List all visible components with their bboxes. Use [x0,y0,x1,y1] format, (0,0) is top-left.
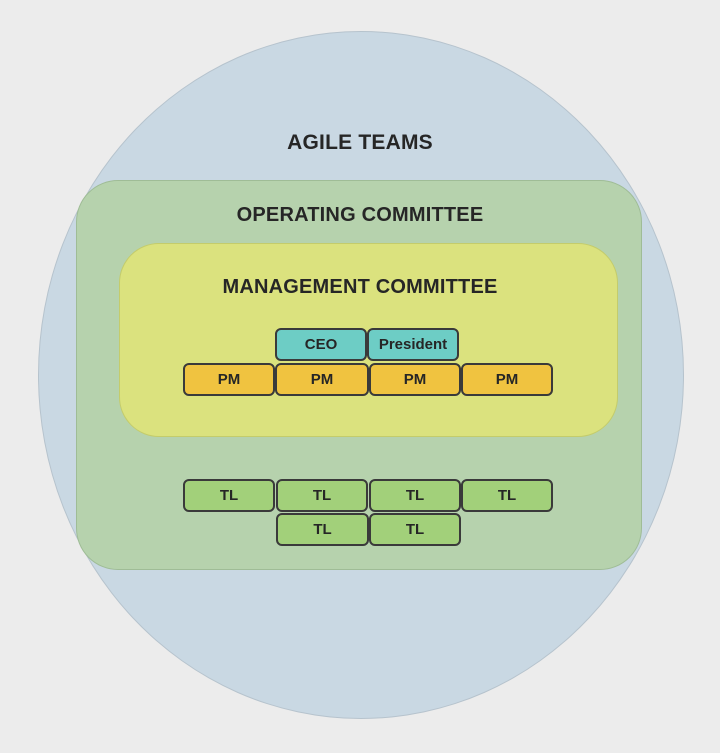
pm-box: PM [369,363,461,396]
tl-box: TL [183,479,275,512]
tl-box: TL [276,513,369,546]
president-box: President [367,328,459,361]
ceo-box: CEO [275,328,367,361]
operating-committee-title: OPERATING COMMITTEE [236,204,484,226]
tl-box: TL [369,479,461,512]
management-committee-title: MANAGEMENT COMMITTEE [222,276,498,298]
agile-teams-title: AGILE TEAMS [287,131,433,154]
pm-box: PM [183,363,275,396]
tl-box: TL [461,479,553,512]
tl-box: TL [276,479,368,512]
tl-box: TL [369,513,461,546]
pm-box: PM [461,363,553,396]
pm-box: PM [275,363,369,396]
